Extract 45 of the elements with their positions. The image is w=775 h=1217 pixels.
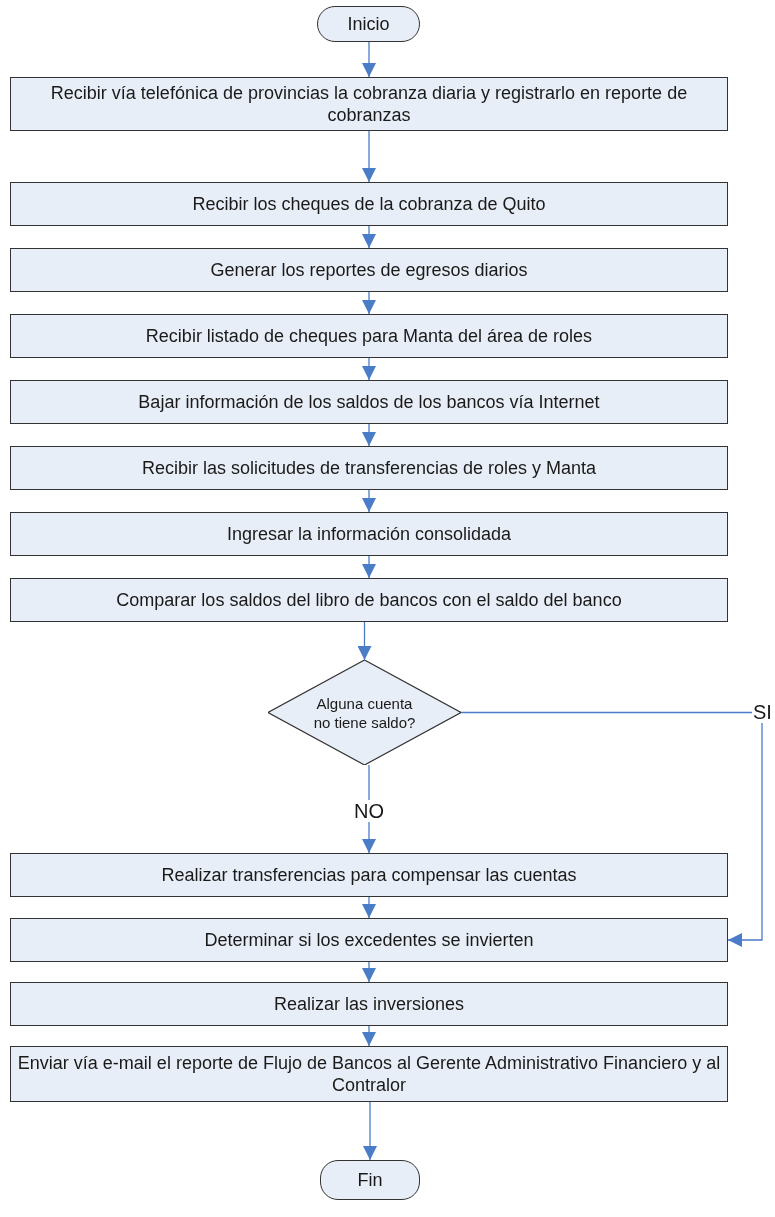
decision-diamond xyxy=(268,660,461,765)
terminal-pill xyxy=(317,6,420,42)
arrow xyxy=(460,711,763,947)
terminal-pill xyxy=(320,1160,420,1200)
arrow xyxy=(362,423,376,447)
process-box xyxy=(10,918,728,962)
process-box xyxy=(10,578,728,622)
arrow xyxy=(357,621,372,661)
process-box xyxy=(10,1046,728,1102)
step-text: Realizar las inversiones xyxy=(272,993,466,1015)
arrow xyxy=(362,41,376,78)
arrow xyxy=(362,1025,376,1047)
step-text: Determinar si los excedentes se invierten xyxy=(203,929,535,951)
arrow xyxy=(362,489,376,513)
arrow xyxy=(362,291,376,315)
step-text: Recibir vía telefónica de provincias la cobranza diaria y registrarlo en reporte de cobranzas xyxy=(49,82,689,126)
process-box xyxy=(10,77,728,131)
arrow xyxy=(362,225,376,249)
step-text: Bajar información de los saldos de los bancos vía Internet xyxy=(137,391,601,413)
step-text: Enviar vía e-mail el reporte de Flujo de Bancos al Gerente Administrativo Financiero y al Contralor xyxy=(16,1052,722,1096)
process-box xyxy=(10,380,728,424)
process-box xyxy=(10,512,728,556)
process-box xyxy=(10,248,728,292)
arrow xyxy=(362,896,376,919)
process-box xyxy=(10,982,728,1026)
arrow xyxy=(363,1101,377,1161)
step-text: Recibir las solicitudes de transferencias de roles y Manta xyxy=(140,457,598,479)
arrow xyxy=(362,555,376,579)
step-text: Ingresar la información consolidada xyxy=(225,523,513,545)
step-text: Inicio xyxy=(346,13,391,35)
step-text: Fin xyxy=(356,1169,384,1191)
step-text: Comparar los saldos del libro de bancos con el saldo del banco xyxy=(115,589,623,611)
step-text: Generar los reportes de egresos diarios xyxy=(209,259,529,281)
decision-text: Alguna cuenta no tiene saldo? xyxy=(312,693,417,732)
arrow xyxy=(362,130,376,183)
edge-label: NO xyxy=(353,800,385,822)
step-text: Realizar transferencias para compensar las cuentas xyxy=(160,864,578,886)
step-text: Recibir los cheques de la cobranza de Quito xyxy=(191,193,547,215)
process-box xyxy=(10,314,728,358)
arrow xyxy=(362,357,376,381)
step-text: Recibir listado de cheques para Manta del área de roles xyxy=(144,325,594,347)
arrow xyxy=(362,961,376,983)
process-box xyxy=(10,853,728,897)
process-box xyxy=(10,182,728,226)
process-box xyxy=(10,446,728,490)
